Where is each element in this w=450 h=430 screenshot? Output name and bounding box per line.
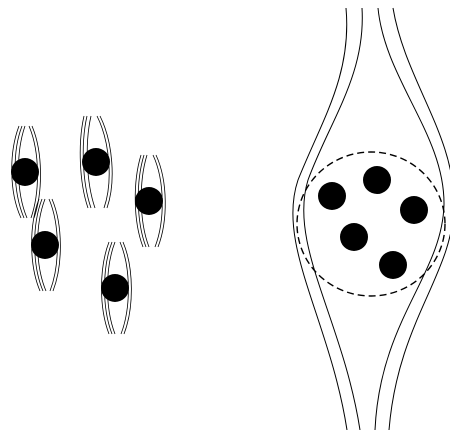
nucleus xyxy=(363,166,391,194)
nucleus xyxy=(101,274,129,302)
spindle-cell xyxy=(80,116,112,208)
nucleus xyxy=(11,158,39,186)
fiber-left-wall-outer xyxy=(293,8,347,430)
nucleus xyxy=(379,251,407,279)
nucleus xyxy=(340,223,368,251)
nucleus xyxy=(318,182,346,210)
separate-cells-group xyxy=(11,116,165,334)
spindle-cell xyxy=(135,155,165,247)
nucleus xyxy=(135,187,163,215)
nucleus xyxy=(400,196,428,224)
spindle-cell xyxy=(11,126,41,218)
nucleus xyxy=(82,148,110,176)
spindle-cell xyxy=(101,242,131,334)
fused-fiber-group xyxy=(293,8,450,430)
nucleus xyxy=(31,231,59,259)
